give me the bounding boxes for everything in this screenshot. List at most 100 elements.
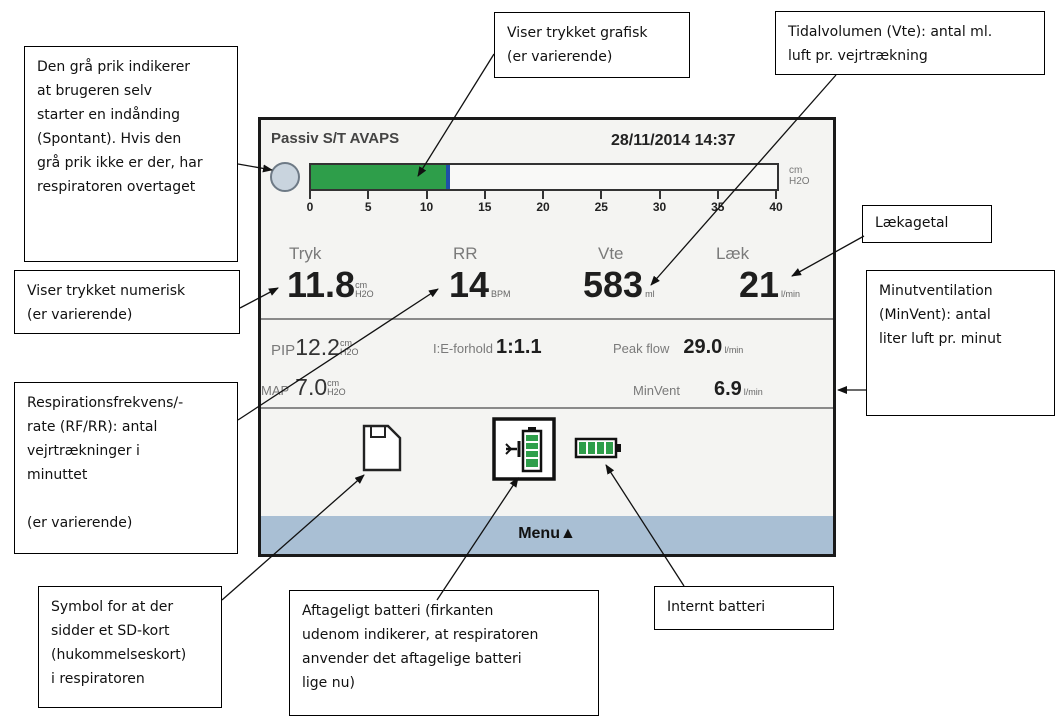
callout-line: Lækagetal <box>875 215 949 231</box>
tryk-label: Tryk <box>289 244 322 263</box>
arrow-removable-battery <box>436 477 519 601</box>
scale-tick <box>309 191 311 199</box>
callout-leak-text: Lækagetal <box>875 211 979 235</box>
leak-value: 21 <box>739 264 780 305</box>
menu-bar[interactable]: Menu▲ <box>261 516 833 554</box>
callout-line: vejrtrækninger i <box>27 443 140 459</box>
divider-top <box>261 318 833 320</box>
callout-line: (er varierende) <box>507 49 613 65</box>
pressure-bar-marker <box>446 165 451 189</box>
callout-resp-rate: Respirationsfrekvens/-rate (RF/RR): anta… <box>14 382 238 554</box>
callout-line: Aftageligt batteri (firkanten <box>302 603 494 619</box>
map-unit-cm: cm <box>327 378 340 388</box>
sd-card-icon <box>362 424 402 472</box>
vte-value: 583 <box>583 264 644 305</box>
callout-line: Symbol for at der <box>51 599 174 615</box>
arrow-resp-rate <box>237 288 439 421</box>
callout-pressure-numeric-text: Viser trykket numerisk (er varierende) <box>27 279 227 327</box>
scale-tick-label: 35 <box>711 200 725 214</box>
callout-line: Den grå prik indikerer <box>37 59 191 75</box>
arrow-pressure-graphic <box>417 53 495 177</box>
leak-label: Læk <box>716 244 750 263</box>
arrow-pressure-numeric <box>239 287 279 309</box>
callout-line: (MinVent): antal <box>879 307 991 323</box>
bar-unit-cm: cm <box>789 165 803 176</box>
removable-battery-icon[interactable] <box>492 417 556 481</box>
peak-flow-unit: l/min <box>724 345 744 355</box>
callout-tidal-volume-text: Tidalvolumen (Vte): antal ml. luft pr. ve… <box>788 20 1032 68</box>
minvent-unit: l/min <box>743 387 763 397</box>
scale-tick <box>542 191 544 199</box>
callout-line: Minutventilation <box>879 283 993 299</box>
tryk-unit-h2o: H2O <box>355 289 374 299</box>
scale-tick <box>367 191 370 199</box>
scale-tick <box>716 191 719 199</box>
scale-tick-label: 20 <box>536 200 550 214</box>
arrow-gray-dot <box>237 163 273 173</box>
callout-leak: Lækagetal <box>862 205 992 243</box>
leak-unit: l/min <box>781 289 801 299</box>
minvent-label: MinVent <box>633 383 680 398</box>
callout-line: lige nu) <box>302 675 355 691</box>
callout-line: Viser trykket grafisk <box>507 25 648 41</box>
datetime: 28/11/2014 14:37 <box>611 132 736 149</box>
bar-unit-h2o: H2O <box>789 176 810 187</box>
ventilator-screen: Passiv S/T AVAPS 28/11/2014 14:37 cm H2O… <box>258 117 836 557</box>
callout-line: udenom indikerer, at respiratoren <box>302 627 539 643</box>
arrow-leak <box>791 235 865 277</box>
callout-line: (er varierende) <box>27 307 133 323</box>
minvent-value: 6.9 <box>713 378 742 400</box>
arrow-tidal-volume <box>650 74 837 286</box>
pip-unit-h2o: H2O <box>339 347 359 357</box>
callout-line: Viser trykket numerisk <box>27 283 186 299</box>
callout-line: (er varierende) <box>27 515 133 531</box>
callout-line: luft pr. vejrtrækning <box>788 48 928 64</box>
scale-tick <box>775 191 777 199</box>
scale-tick <box>658 191 661 199</box>
callout-line: anvender det aftagelige batteri <box>302 651 522 667</box>
menu-button[interactable]: Menu▲ <box>518 525 576 542</box>
peak-flow-value: 29.0 <box>683 336 723 358</box>
callout-line: i respiratoren <box>51 671 145 687</box>
pip-label: PIP <box>271 342 296 359</box>
pip-value: 12.2 <box>295 334 340 360</box>
scale-tick <box>483 191 486 199</box>
callout-line: minuttet <box>27 467 88 483</box>
scale-tick-label: 0 <box>306 200 314 214</box>
callout-pressure-graphic-text: Viser trykket grafisk (er varierende) <box>507 21 677 69</box>
peak-flow-label: Peak flow <box>613 341 670 356</box>
callout-line: respiratoren overtaget <box>37 179 196 195</box>
tryk-value: 11.8 <box>287 264 356 305</box>
scale-tick-label: 25 <box>594 200 608 214</box>
callout-removable-battery: Aftageligt batteri (firkanten udenom indi… <box>289 590 599 716</box>
callout-line: (Spontant). Hvis den <box>37 131 182 147</box>
callout-line: Respirationsfrekvens/- <box>27 395 184 411</box>
callout-line: Tidalvolumen (Vte): antal ml. <box>788 24 993 40</box>
callout-line: Internt batteri <box>667 599 766 615</box>
callout-line: grå prik ikke er der, har <box>37 155 203 171</box>
scale-tick-label: 10 <box>419 200 434 214</box>
callout-line: starter en indånding <box>37 107 181 123</box>
vte-unit: ml <box>645 289 655 299</box>
callout-line: sidder et SD-kort <box>51 623 170 639</box>
rr-value: 14 <box>449 264 490 305</box>
tryk-unit-cm: cm <box>355 280 368 290</box>
ie-value: 1:1.1 <box>495 336 542 358</box>
scale-tick-label: 40 <box>769 200 783 214</box>
pressure-bar-unit: cm H2O <box>789 165 810 187</box>
scale-tick <box>425 191 428 199</box>
rr-unit: BPM <box>491 289 511 299</box>
pip-unit-cm: cm <box>339 338 352 348</box>
